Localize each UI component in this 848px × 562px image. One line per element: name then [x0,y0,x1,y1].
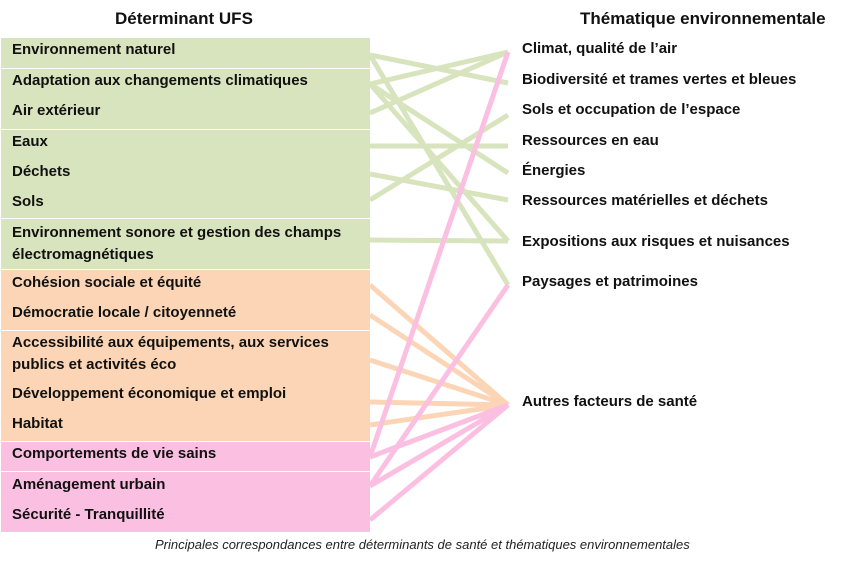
right-item: Sols et occupation de l’espace [522,101,741,118]
connection-line [369,402,509,428]
left-item: Démocratie locale / citoyenneté [12,304,237,321]
group-box-green [1,38,370,68]
left-item: Adaptation aux changements climatiques [12,72,308,89]
group-box-orange [1,270,370,330]
connection-line [368,82,510,243]
left-header: Déterminant UFS [115,9,253,28]
connection-line [369,171,509,203]
left-item: Sols [12,193,44,210]
left-item-line: Environnement sonore et gestion des cham… [12,224,342,241]
left-item-line: Accessibilité aux équipements, aux servi… [12,334,329,351]
connection-line [368,283,510,407]
left-item-line: électromagnétiques [12,246,154,263]
group-box-green [1,219,370,269]
connection-line [368,312,510,408]
left-item: Environnement sonore et gestion des cham… [12,222,341,266]
connection-line [367,283,511,488]
left-item: Cohésion sociale et équité [12,274,202,291]
connection-line [367,51,511,458]
connection-line [368,403,510,522]
right-header: Thématique environnementale [580,9,826,28]
connection-line [368,402,510,489]
left-item: Air extérieur [12,102,101,119]
left-item: Développement économique et emploi [12,385,287,402]
connection-line [368,112,510,203]
right-item: Ressources en eau [522,132,659,149]
left-item: Déchets [12,163,71,180]
left-item: Sécurité - Tranquillité [12,506,165,523]
connection-line [367,53,511,287]
right-item: Énergies [522,162,586,179]
group-box-pink [1,472,370,532]
group-box-orange [1,331,370,441]
right-item: Paysages et patrimoines [522,273,698,290]
left-item: Aménagement urbain [12,476,166,493]
connection-line [369,49,509,87]
right-item: Climat, qualité de l’air [522,40,678,57]
left-item: Habitat [12,415,63,432]
right-item: Expositions aux risques et nuisances [522,233,790,250]
left-item: Accessibilité aux équipements, aux servi… [12,332,329,376]
left-item: Environnement naturel [12,41,176,58]
left-item: Eaux [12,133,48,150]
connection-line [369,399,509,408]
connection-line [369,237,509,244]
left-item-line: publics et activités éco [12,356,177,373]
left-item: Comportements de vie sains [12,445,217,462]
caption: Principales correspondances entre déterm… [155,537,690,552]
group-box-green [1,130,370,218]
connection-line [368,49,510,116]
right-item: Ressources matérielles et déchets [522,192,768,209]
right-item: Biodiversité et trames vertes et bleues [522,71,797,88]
group-box-green [1,69,370,129]
connection-line [368,81,510,176]
group-box-pink [1,442,370,471]
right-item: Autres facteurs de santé [522,393,698,410]
